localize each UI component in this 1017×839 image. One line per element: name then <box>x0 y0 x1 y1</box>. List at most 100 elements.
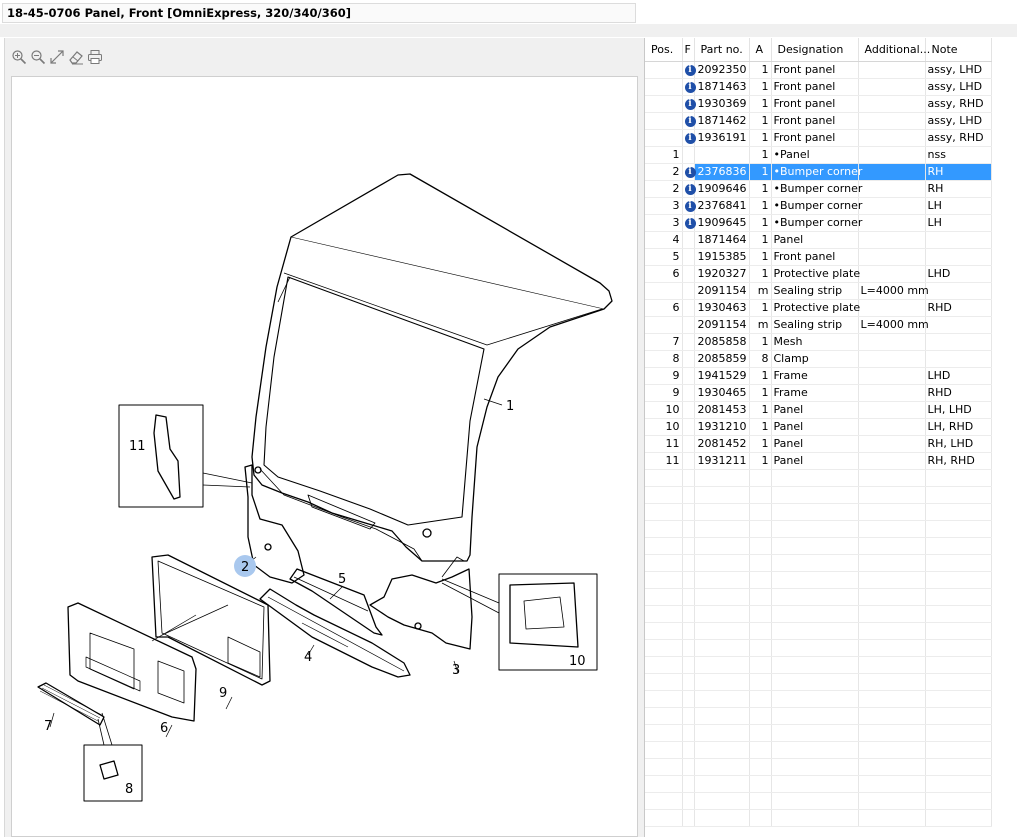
cell-additional <box>858 384 926 402</box>
eraser-icon[interactable] <box>68 48 84 66</box>
cell-additional <box>858 350 926 368</box>
info-cell <box>682 384 695 402</box>
window-title: 18-45-0706 Panel, Front [OmniExpress, 32… <box>2 3 636 23</box>
info-icon[interactable]: i <box>684 64 696 76</box>
cell-a: 1 <box>749 78 772 96</box>
cell-part: 2092350 <box>694 61 750 79</box>
cell-designation: •Panel <box>771 146 859 164</box>
cell-pos: 6 <box>645 299 683 317</box>
cell-note <box>925 316 992 334</box>
callout-4[interactable]: 4 <box>304 650 312 665</box>
col-a[interactable]: A <box>749 38 772 62</box>
print-icon[interactable] <box>87 48 103 66</box>
info-icon[interactable]: i <box>684 98 696 110</box>
cell-additional <box>858 418 926 436</box>
callout-7[interactable]: 7 <box>44 719 52 734</box>
info-icon[interactable]: i <box>684 200 696 212</box>
info-cell <box>682 333 695 351</box>
col-designation[interactable]: Designation <box>771 38 859 62</box>
callout-5[interactable]: 5 <box>338 572 346 587</box>
cell-pos: 7 <box>645 333 683 351</box>
callout-11[interactable]: 11 <box>129 439 146 454</box>
info-icon[interactable]: i <box>684 115 696 127</box>
cell-a: 1 <box>749 197 772 215</box>
callout-6[interactable]: 6 <box>160 721 168 736</box>
info-icon[interactable]: i <box>684 166 696 178</box>
cell-designation: Front panel <box>771 95 859 113</box>
cell-pos <box>645 129 683 147</box>
cell-pos: 3 <box>645 197 683 215</box>
front-panel-part <box>251 173 613 562</box>
cell-pos: 9 <box>645 384 683 402</box>
zoom-in-icon[interactable] <box>11 48 27 66</box>
cell-part: 2091154 <box>694 316 750 334</box>
bumper-corner-left <box>369 568 473 650</box>
fit-icon[interactable] <box>49 48 65 66</box>
info-icon[interactable]: i <box>684 81 696 93</box>
cell-additional <box>858 61 926 79</box>
cell-pos: 11 <box>645 435 683 453</box>
exploded-diagram[interactable]: 1 2 3 4 5 6 7 8 9 10 11 <box>11 76 638 837</box>
zoom-out-icon[interactable] <box>30 48 46 66</box>
col-note[interactable]: Note <box>925 38 992 62</box>
info-cell <box>682 146 695 164</box>
cell-additional <box>858 112 926 130</box>
mesh-part <box>37 682 105 726</box>
cell-part: 2085858 <box>694 333 750 351</box>
cell-pos: 3 <box>645 214 683 232</box>
cell-note: assy, LHD <box>925 78 992 96</box>
col-pos[interactable]: Pos. <box>645 38 683 62</box>
callout-1[interactable]: 1 <box>506 399 514 414</box>
info-icon[interactable]: i <box>684 217 696 229</box>
cell-part: 1930369 <box>694 95 750 113</box>
cell-a: 1 <box>749 248 772 266</box>
info-icon[interactable]: i <box>684 183 696 195</box>
cell-part: 1871463 <box>694 78 750 96</box>
callout-9[interactable]: 9 <box>219 686 227 701</box>
callout-3[interactable]: 3 <box>452 663 460 678</box>
col-f[interactable]: F <box>682 38 695 62</box>
col-part-no[interactable]: Part no. <box>694 38 750 62</box>
cell-designation: Mesh <box>771 333 859 351</box>
cell-additional <box>858 146 926 164</box>
callout-8[interactable]: 8 <box>125 782 133 797</box>
cell-a: 1 <box>749 163 772 181</box>
cell-additional <box>858 214 926 232</box>
cell-designation: Front panel <box>771 112 859 130</box>
cell-note: RHD <box>925 384 992 402</box>
cell-additional <box>858 299 926 317</box>
cell-pos: 9 <box>645 367 683 385</box>
col-additional[interactable]: Additional... <box>858 38 930 62</box>
pane-splitter[interactable] <box>638 38 644 837</box>
callout-2[interactable]: 2 <box>241 560 249 575</box>
callout-10[interactable]: 10 <box>569 654 586 669</box>
info-icon[interactable]: i <box>684 132 696 144</box>
cell-part: 1915385 <box>694 248 750 266</box>
cell-additional <box>858 197 926 215</box>
diagram-pane: 1 2 3 4 5 6 7 8 9 10 11 <box>4 38 638 837</box>
